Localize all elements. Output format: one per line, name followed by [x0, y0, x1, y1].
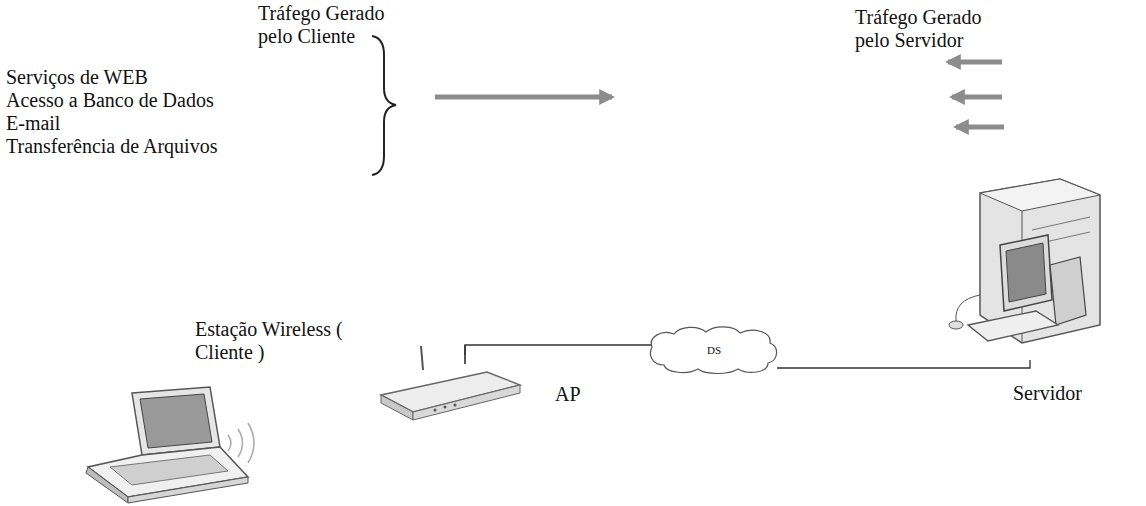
network-link: [777, 360, 1030, 368]
traffic-heading: Tráfego Gerado pelo Cliente: [258, 2, 408, 48]
cloud-label: DS: [707, 344, 721, 357]
server-traffic-arrow: [956, 125, 1004, 130]
server-traffic-arrow: [948, 60, 1002, 65]
cloud-outline: [651, 327, 777, 374]
service-item: E-mail: [6, 112, 60, 135]
device-label: Estação Wireless ( Cliente ): [195, 318, 353, 364]
client-traffic-arrow: [435, 95, 612, 100]
service-item: Acesso a Banco de Dados: [6, 89, 214, 112]
curly-brace: [372, 36, 396, 175]
client-station: Estação Wireless ( Cliente ): [70, 388, 270, 506]
access-point: AP: [375, 355, 525, 435]
service-item: Serviços de WEB: [6, 66, 148, 89]
server-illustration: [940, 175, 1115, 360]
distribution-system-cloud: DS: [648, 325, 780, 375]
access-point-illustration: [375, 340, 525, 435]
server-traffic-arrow: [952, 95, 1002, 100]
server: Servidor: [945, 180, 1110, 360]
network-link: [465, 345, 652, 355]
device-label: Servidor: [1013, 382, 1082, 405]
service-item: Transferência de Arquivos: [6, 135, 217, 158]
device-label: AP: [555, 383, 581, 406]
laptop-illustration: [70, 385, 270, 506]
traffic-heading: Tráfego Gerado pelo Servidor: [855, 6, 1020, 52]
